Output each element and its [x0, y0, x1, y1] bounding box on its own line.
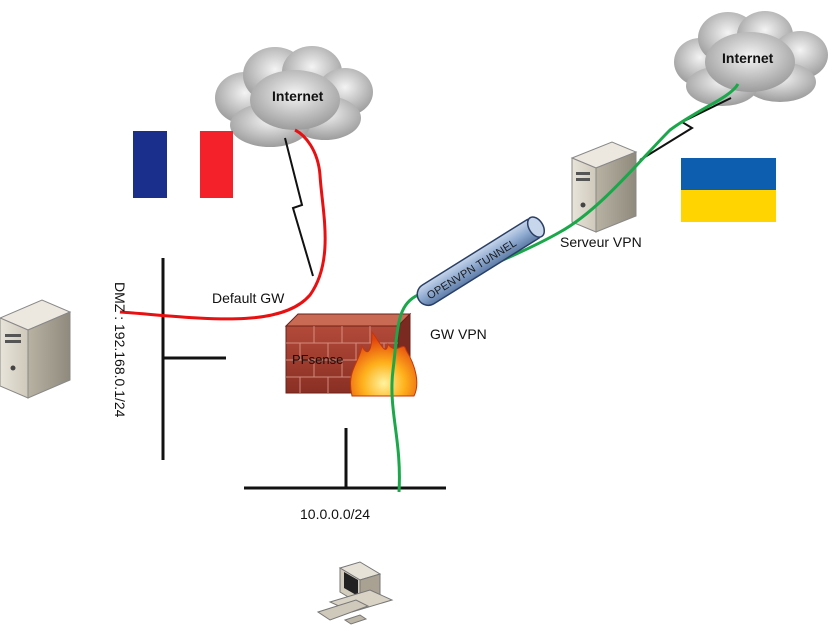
dmz-network-bus	[161, 258, 226, 460]
vpn-server-icon	[570, 141, 638, 233]
wan-lightning-link-2	[639, 97, 732, 161]
gw-vpn-label: GW VPN	[430, 326, 487, 342]
lan-network-bus	[244, 428, 446, 490]
dmz-subnet-label: DMZ : 192.168.0.1/24	[112, 282, 128, 418]
pfsense-firewall-icon	[284, 312, 418, 397]
internet-label-right: Internet	[722, 50, 774, 66]
lan-workstation-icon	[316, 561, 394, 625]
default-gw-label: Default GW	[212, 290, 285, 306]
internet-cloud-ukraine	[674, 11, 828, 106]
lan-subnet-label: 10.0.0.0/24	[300, 506, 371, 522]
france-flag	[133, 131, 233, 198]
wan-lightning-link-1	[284, 137, 314, 277]
ukraine-flag	[681, 158, 776, 222]
dmz-server-icon	[0, 299, 72, 399]
internet-label-left: Internet	[272, 88, 324, 104]
default-route-link	[119, 128, 327, 321]
pfsense-label: PFsense	[292, 352, 344, 367]
internet-cloud-france	[215, 46, 373, 147]
openvpn-tunnel-icon	[416, 216, 546, 307]
serveur-vpn-label: Serveur VPN	[560, 234, 642, 250]
